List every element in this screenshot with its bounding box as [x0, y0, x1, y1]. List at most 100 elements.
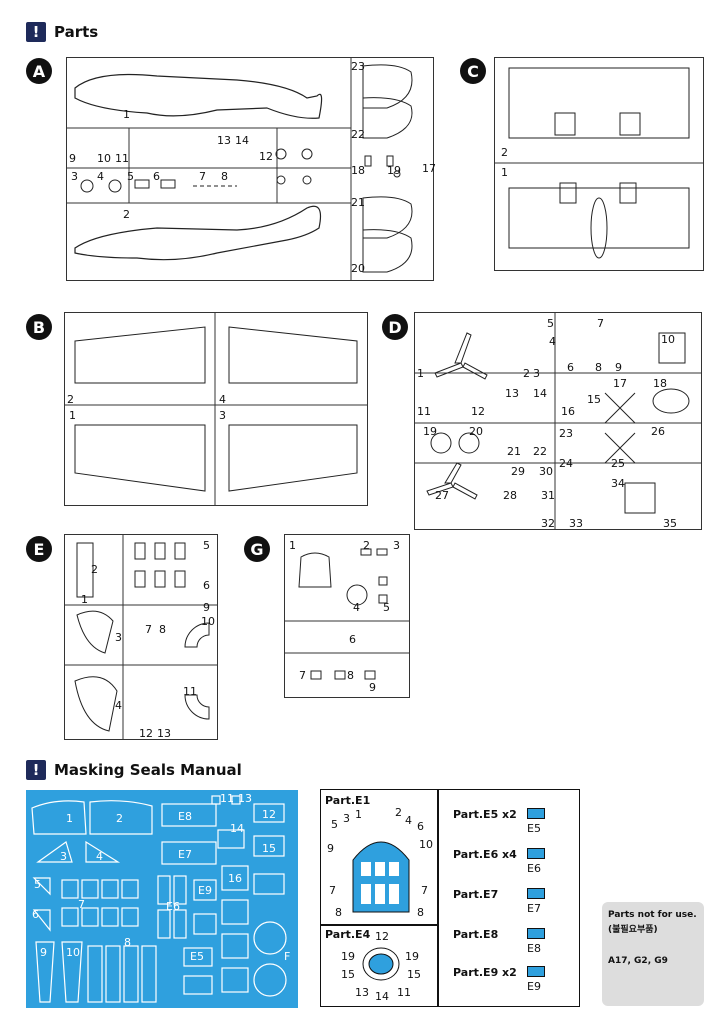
mask-5: 5 — [34, 878, 41, 891]
e4-num-14: 14 — [375, 990, 389, 1003]
g-num-6: 6 — [349, 633, 356, 646]
g-num-5: 5 — [383, 601, 390, 614]
legend-e9-code: E9 — [527, 980, 541, 993]
sprue-a-frame: 1 2 3 4 5 6 7 8 9 10 11 12 13 14 17 18 1… — [66, 57, 436, 281]
a-num-11: 11 — [115, 152, 129, 165]
guide-divider-h — [321, 924, 437, 926]
legend-e8-label: Part.E8 — [453, 928, 499, 941]
d-num-33: 33 — [569, 517, 583, 530]
e4-num-12: 12 — [375, 930, 389, 943]
e-num-1: 1 — [81, 593, 88, 606]
a-num-4: 4 — [97, 170, 104, 183]
d-num-27: 27 — [435, 489, 449, 502]
sprue-d-badge: D — [382, 314, 408, 340]
g-num-2: 2 — [363, 539, 370, 552]
e4-num-15: 15 — [341, 968, 355, 981]
d-num-16: 16 — [561, 405, 575, 418]
sprue-e-frame: 2 1 3 4 5 6 7 8 9 10 11 12 13 — [64, 534, 218, 740]
d-num-15: 15 — [587, 393, 601, 406]
a-num-12: 12 — [259, 150, 273, 163]
d-num-24: 24 — [559, 457, 573, 470]
mask-9: 9 — [40, 946, 47, 959]
mask-8: 8 — [124, 936, 131, 949]
legend-e5-swatch — [527, 808, 545, 819]
mask-e7: E7 — [178, 848, 192, 861]
d-num-5: 5 — [547, 317, 554, 330]
a-num-22: 22 — [351, 128, 365, 141]
g-num-9: 9 — [369, 681, 376, 694]
g-num-4: 4 — [353, 601, 360, 614]
e-num-9: 9 — [203, 601, 210, 614]
d-num-14: 14 — [533, 387, 547, 400]
a-num-1: 1 — [123, 108, 130, 121]
mask-14: 14 — [230, 822, 244, 835]
d-num-29: 29 — [511, 465, 525, 478]
b-num-1: 1 — [69, 409, 76, 422]
mask-e8: E8 — [178, 810, 192, 823]
a-num-5: 5 — [127, 170, 134, 183]
legend-e5-label: Part.E5 x2 — [453, 808, 517, 821]
e-num-11: 11 — [183, 685, 197, 698]
masking-title: Masking Seals Manual — [54, 761, 242, 779]
e1-num-3: 3 — [343, 812, 350, 825]
d-num-7: 7 — [597, 317, 604, 330]
legend-e6-label: Part.E6 x4 — [453, 848, 517, 861]
sprue-b-drawing — [65, 313, 367, 505]
note-line-1: Parts not for use. — [608, 910, 697, 920]
sprue-g-frame: 1 2 3 4 5 6 7 8 9 — [284, 534, 410, 698]
d-num-8: 8 — [595, 361, 602, 374]
d-num-35: 35 — [663, 517, 677, 530]
c-num-1: 1 — [501, 166, 508, 179]
legend-e9-swatch — [527, 966, 545, 977]
a-num-3: 3 — [71, 170, 78, 183]
legend-e7-code: E7 — [527, 902, 541, 915]
sprue-e-badge: E — [26, 536, 52, 562]
mask-7: 7 — [78, 898, 85, 911]
sprue-d-frame: 1 2 3 4 5 6 7 8 9 10 11 12 13 14 15 16 1… — [414, 312, 702, 530]
sprue-b-badge: B — [26, 314, 52, 340]
sprue-c-drawing — [495, 67, 703, 259]
e-num-7: 7 — [145, 623, 152, 636]
guide-divider-v — [437, 790, 439, 1006]
sprue-e-drawing — [65, 535, 217, 739]
a-num-20: 20 — [351, 262, 365, 275]
e1-num-6: 6 — [417, 820, 424, 833]
part-e4-title: Part.E4 — [325, 928, 371, 941]
legend-e7-label: Part.E7 — [453, 888, 499, 901]
e-num-13: 13 — [157, 727, 171, 740]
d-num-12: 12 — [471, 405, 485, 418]
b-num-3: 3 — [219, 409, 226, 422]
legend-e6-code: E6 — [527, 862, 541, 875]
e1-num-10: 10 — [419, 838, 433, 851]
mask-10: 10 — [66, 946, 80, 959]
note-line-2: (불필요부품) — [608, 925, 658, 935]
parts-title: Parts — [54, 23, 99, 41]
g-num-3: 3 — [393, 539, 400, 552]
d-num-2: 2 — [523, 367, 530, 380]
b-num-2: 2 — [67, 393, 74, 406]
d-num-4: 4 — [549, 335, 556, 348]
exclamation-icon: ! — [26, 760, 46, 780]
e1-num-7b: 7 — [421, 884, 428, 897]
e1-num-5: 5 — [331, 818, 338, 831]
e-num-5: 5 — [203, 539, 210, 552]
e1-num-8b: 8 — [417, 906, 424, 919]
note-line-3: A17, G2, G9 — [608, 956, 668, 966]
mask-sheet-drawing — [31, 795, 287, 1003]
sprue-b-frame: 2 1 4 3 — [64, 312, 368, 506]
e4-num-11: 11 — [397, 986, 411, 999]
masking-header: ! Masking Seals Manual — [26, 760, 242, 780]
part-e4-diagram — [362, 947, 400, 981]
sprue-a-drawing — [67, 58, 413, 280]
sprue-a-badge: A — [26, 58, 52, 84]
d-num-23: 23 — [559, 427, 573, 440]
mask-12: 12 — [262, 808, 276, 821]
sprue-g-drawing — [285, 548, 409, 680]
mask-e5: E5 — [190, 950, 204, 963]
d-num-31: 31 — [541, 489, 555, 502]
e1-num-7: 7 — [329, 884, 336, 897]
b-num-4: 4 — [219, 393, 226, 406]
d-num-32: 32 — [541, 517, 555, 530]
a-num-7: 7 — [199, 170, 206, 183]
sprue-d-drawing — [415, 313, 701, 529]
